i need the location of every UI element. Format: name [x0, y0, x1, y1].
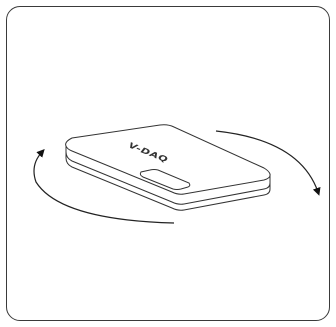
- device-card: V-DAQ: [65, 124, 271, 211]
- rotation-arrow-left: [33, 149, 175, 224]
- card-layer-line: [65, 151, 271, 205]
- card-edge-line: [65, 146, 271, 183]
- rotation-arrow-right: [215, 130, 321, 196]
- card-label-window: [139, 169, 191, 190]
